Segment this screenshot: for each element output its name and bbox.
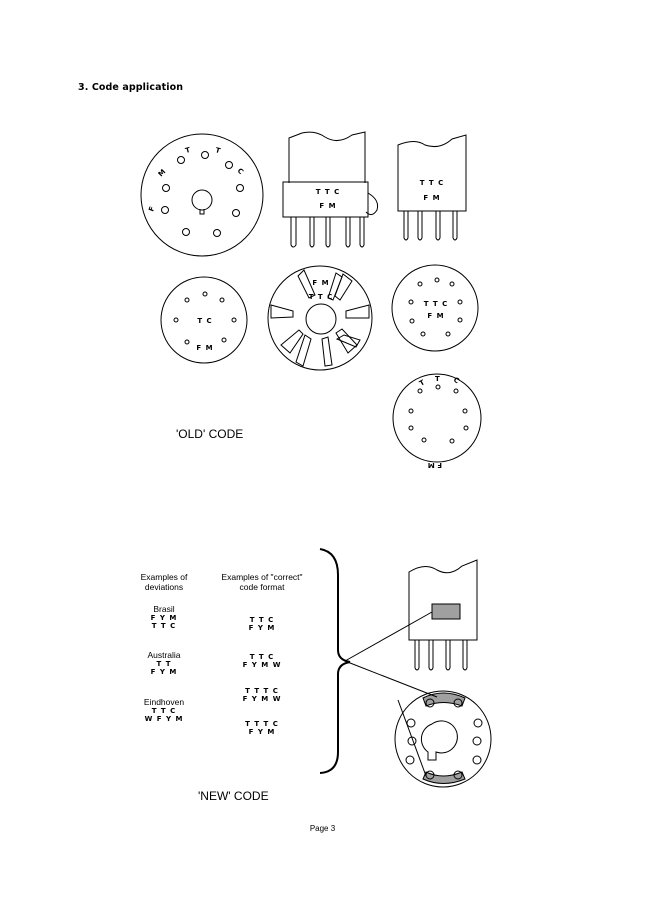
base-right-label-1: T T C — [423, 300, 449, 308]
tube-front-label-2: F M — [319, 202, 337, 210]
dial-letter-t2: T — [214, 146, 221, 155]
tube-side-label-1: T T C — [419, 179, 445, 187]
correct-example-2: T T C F Y M W — [237, 653, 287, 669]
socket-label-2: T T C — [308, 293, 334, 301]
region-name: Brasil — [153, 604, 175, 614]
correct-example-3: T T T C F Y M W — [237, 687, 287, 703]
correct-header: Examples of "correct" code format — [212, 572, 312, 592]
base-left-label-2: F M — [196, 344, 214, 352]
page-number: Page 3 — [309, 824, 336, 833]
base-left-label-1: T C — [197, 317, 213, 325]
deviation-code-line-2: T T C — [151, 622, 177, 630]
correct-code-line-2: F Y M — [248, 624, 276, 632]
bottom-letter-c: C — [452, 376, 460, 385]
new-code-caption: 'NEW' CODE — [198, 789, 269, 803]
tube-front-label-1: T T C — [315, 188, 341, 196]
base-right-label-2: F M — [427, 312, 445, 320]
correct-example-1: T T C F Y M — [237, 616, 287, 632]
correct-code-line-1: T T C — [249, 616, 275, 624]
socket-label-1: F M — [312, 279, 330, 287]
correct-code-line-1: T T C — [249, 653, 275, 661]
deviation-code-line-2: W F Y M — [144, 715, 184, 723]
deviations-header-line-1: Examples of — [140, 572, 188, 582]
bottom-letter-t1: T — [418, 378, 426, 387]
correct-header-line-2: code format — [239, 582, 285, 592]
bottom-dial-fm: F M — [428, 461, 442, 469]
dial-letter-c: C — [236, 167, 245, 176]
region-name: Eindhoven — [143, 697, 185, 707]
deviation-code-line-1: T T — [156, 660, 172, 668]
section-heading: 3. Code application — [78, 82, 184, 93]
correct-example-4: T T T C F Y M — [237, 720, 287, 736]
deviation-code-line-2: F Y M — [150, 668, 178, 676]
correct-code-line-2: F Y M W — [242, 695, 282, 703]
old-code-caption: 'OLD' CODE — [176, 427, 244, 441]
correct-code-line-2: F Y M — [248, 728, 276, 736]
deviation-example-brasil: Brasil F Y M T T C — [128, 604, 200, 630]
correct-header-line-1: Examples of "correct" — [221, 572, 303, 582]
bottom-dial-letters: T T C F M — [418, 375, 460, 469]
correct-code-line-2: F Y M W — [242, 661, 282, 669]
correct-code-line-1: T T T C — [245, 720, 279, 728]
deviation-example-eindhoven: Eindhoven T T C W F Y M — [128, 697, 200, 723]
deviation-code-line-1: T T C — [151, 707, 177, 715]
dial-letters: F M T T C — [147, 146, 245, 213]
dial-letter-f: F — [147, 205, 156, 212]
dial-letter-t1: T — [184, 146, 191, 155]
bottom-letter-t2: T — [435, 375, 440, 383]
correct-code-line-1: T T T C — [245, 687, 279, 695]
deviation-code-line-1: F Y M — [150, 614, 178, 622]
deviations-header-line-2: deviations — [144, 582, 184, 592]
dial-letter-m: M — [157, 168, 168, 179]
region-name: Australia — [147, 650, 181, 660]
deviations-header: Examples of deviations — [128, 572, 200, 592]
deviation-example-australia: Australia T T F Y M — [128, 650, 200, 676]
tube-side-label-2: F M — [423, 194, 441, 202]
